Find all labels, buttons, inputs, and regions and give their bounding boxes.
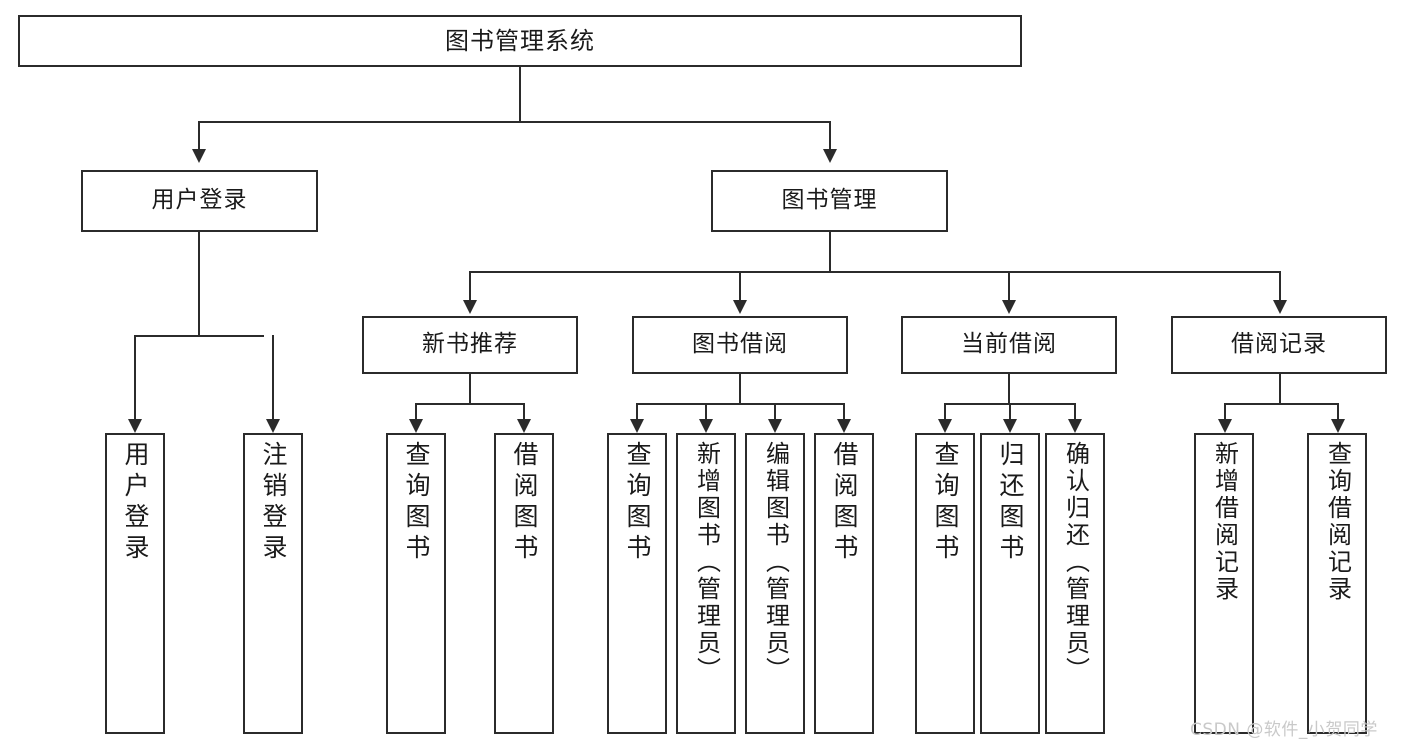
node-label: 查询图书 bbox=[931, 441, 960, 565]
node-leaf-query-book-3[interactable]: 查询图书 bbox=[915, 433, 975, 734]
node-new-book-recommend[interactable]: 新书推荐 bbox=[362, 316, 578, 374]
node-label: 用户登录 bbox=[121, 441, 150, 565]
node-leaf-user-login[interactable]: 用户登录 bbox=[105, 433, 165, 734]
connector-new-book-recommend-stem bbox=[469, 374, 471, 404]
node-leaf-add-book[interactable]: 新增图书（管理员） bbox=[676, 433, 736, 734]
connector-drop-leaf-add-record bbox=[1224, 403, 1226, 419]
connector-drop-current-borrow bbox=[1008, 271, 1010, 300]
arrowhead-leaf-borrow-book-2 bbox=[837, 419, 851, 433]
arrowhead-book-borrow bbox=[733, 300, 747, 314]
connector-drop-leaf-user-login bbox=[134, 335, 136, 419]
connector-borrow-record-stem bbox=[1279, 374, 1281, 404]
connector-book-management-bus bbox=[469, 271, 1281, 273]
arrowhead-leaf-edit-book bbox=[768, 419, 782, 433]
node-leaf-return-book[interactable]: 归还图书 bbox=[980, 433, 1040, 734]
node-leaf-query-book-2[interactable]: 查询图书 bbox=[607, 433, 667, 734]
node-leaf-query-record[interactable]: 查询借阅记录 bbox=[1307, 433, 1367, 734]
node-label: 查询图书 bbox=[623, 441, 652, 565]
node-leaf-user-logout[interactable]: 注销登录 bbox=[243, 433, 303, 734]
connector-drop-leaf-confirm-return bbox=[1074, 403, 1076, 419]
connector-drop-leaf-query-book-2 bbox=[636, 403, 638, 419]
connector-drop-leaf-query-book-1 bbox=[415, 403, 417, 419]
node-label: 当前借阅 bbox=[961, 331, 1057, 358]
node-leaf-confirm-return[interactable]: 确认归还（管理员） bbox=[1045, 433, 1105, 734]
node-root[interactable]: 图书管理系统 bbox=[18, 15, 1022, 67]
node-label: 图书借阅 bbox=[692, 331, 788, 358]
node-label: 借阅记录 bbox=[1231, 331, 1327, 358]
arrowhead-new-book-recommend bbox=[463, 300, 477, 314]
arrowhead-leaf-confirm-return bbox=[1068, 419, 1082, 433]
connector-root-bus bbox=[198, 121, 831, 123]
arrowhead-leaf-borrow-book-1 bbox=[517, 419, 531, 433]
connector-drop-leaf-query-book-3 bbox=[944, 403, 946, 419]
connector-book-borrow-bus bbox=[636, 403, 844, 405]
arrowhead-leaf-return-book bbox=[1003, 419, 1017, 433]
node-label: 新书推荐 bbox=[422, 331, 518, 358]
connector-drop-leaf-return-book bbox=[1009, 403, 1011, 419]
connector-root-drop-book-management bbox=[829, 121, 831, 149]
arrowhead-leaf-user-logout bbox=[266, 419, 280, 433]
connector-drop-leaf-user-logout bbox=[272, 335, 274, 419]
arrowhead-leaf-query-book-2 bbox=[630, 419, 644, 433]
arrowhead-current-borrow bbox=[1002, 300, 1016, 314]
node-leaf-borrow-book-1[interactable]: 借阅图书 bbox=[494, 433, 554, 734]
arrowhead-leaf-query-book-3 bbox=[938, 419, 952, 433]
connector-book-management-stem bbox=[829, 232, 831, 272]
connector-book-borrow-stem bbox=[739, 374, 741, 404]
arrowhead-borrow-record bbox=[1273, 300, 1287, 314]
connector-drop-leaf-query-record bbox=[1337, 403, 1339, 419]
connector-root-drop-user-login bbox=[198, 121, 200, 149]
arrowhead-book-management bbox=[823, 149, 837, 163]
arrowhead-leaf-query-record bbox=[1331, 419, 1345, 433]
connector-drop-leaf-borrow-book-1 bbox=[523, 403, 525, 419]
arrowhead-leaf-query-book-1 bbox=[409, 419, 423, 433]
connector-root-stem bbox=[519, 67, 521, 122]
node-label: 用户登录 bbox=[151, 187, 248, 214]
node-user-login[interactable]: 用户登录 bbox=[81, 170, 318, 232]
node-borrow-record[interactable]: 借阅记录 bbox=[1171, 316, 1387, 374]
node-label: 注销登录 bbox=[259, 441, 288, 565]
connector-new-book-recommend-bus bbox=[415, 403, 525, 405]
connector-drop-leaf-edit-book bbox=[774, 403, 776, 419]
node-leaf-query-book-1[interactable]: 查询图书 bbox=[386, 433, 446, 734]
arrowhead-user-login bbox=[192, 149, 206, 163]
connector-user-login-bus bbox=[134, 335, 264, 337]
node-label: 确认归还（管理员） bbox=[1061, 441, 1090, 684]
node-label: 编辑图书（管理员） bbox=[761, 441, 790, 684]
connector-drop-leaf-borrow-book-2 bbox=[843, 403, 845, 419]
arrowhead-leaf-add-book bbox=[699, 419, 713, 433]
node-leaf-edit-book[interactable]: 编辑图书（管理员） bbox=[745, 433, 805, 734]
node-book-management[interactable]: 图书管理 bbox=[711, 170, 948, 232]
node-label: 新增图书（管理员） bbox=[692, 441, 721, 684]
connector-drop-borrow-record bbox=[1279, 271, 1281, 300]
connector-borrow-record-bus bbox=[1224, 403, 1339, 405]
watermark: CSDN @软件_小贺同学 bbox=[1190, 720, 1378, 740]
node-label: 查询借阅记录 bbox=[1323, 441, 1352, 603]
node-leaf-borrow-book-2[interactable]: 借阅图书 bbox=[814, 433, 874, 734]
node-label: 归还图书 bbox=[996, 441, 1025, 565]
node-label: 图书管理 bbox=[781, 187, 878, 214]
node-label: 借阅图书 bbox=[830, 441, 859, 565]
connector-drop-book-borrow bbox=[739, 271, 741, 300]
node-leaf-add-record[interactable]: 新增借阅记录 bbox=[1194, 433, 1254, 734]
connector-user-login-stem bbox=[198, 232, 200, 336]
connector-drop-leaf-add-book bbox=[705, 403, 707, 419]
connector-drop-new-book-recommend bbox=[469, 271, 471, 300]
node-label: 图书管理系统 bbox=[445, 26, 595, 55]
node-book-borrow[interactable]: 图书借阅 bbox=[632, 316, 848, 374]
arrowhead-leaf-user-login bbox=[128, 419, 142, 433]
node-current-borrow[interactable]: 当前借阅 bbox=[901, 316, 1117, 374]
node-label: 新增借阅记录 bbox=[1210, 441, 1239, 603]
node-label: 借阅图书 bbox=[510, 441, 539, 565]
node-label: 查询图书 bbox=[402, 441, 431, 565]
arrowhead-leaf-add-record bbox=[1218, 419, 1232, 433]
connector-current-borrow-stem bbox=[1008, 374, 1010, 404]
